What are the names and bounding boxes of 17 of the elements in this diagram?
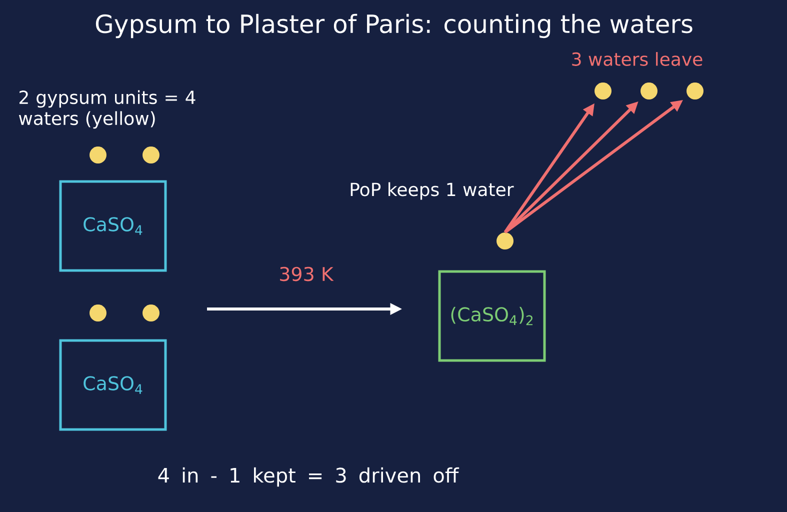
water-dot	[594, 82, 612, 100]
edge-label: 393 K	[278, 266, 334, 282]
annotation: 3 waters leave	[572, 52, 702, 66]
annotation: 2 gypsum units = 4 waters (yellow)	[18, 90, 196, 129]
formula-box: CaSO$_{4}$	[59, 339, 167, 431]
equation-text: 4 in - 1 kept = 3 driven off	[158, 467, 460, 487]
water-dot	[142, 304, 160, 322]
water-dot	[640, 82, 658, 100]
water-dot	[496, 232, 514, 250]
water-dot	[90, 146, 106, 164]
annotation: PoP keeps 1 water	[350, 182, 514, 200]
formula-box: (CaSO$_{4}$)$_{2}$	[438, 270, 546, 362]
water-dot	[686, 82, 704, 100]
water-dot	[90, 304, 106, 322]
title: Gypsum to Plaster of Paris: counting the waters	[96, 14, 692, 38]
formula-box: CaSO$_{4}$	[59, 180, 167, 272]
water-dot	[142, 146, 160, 164]
